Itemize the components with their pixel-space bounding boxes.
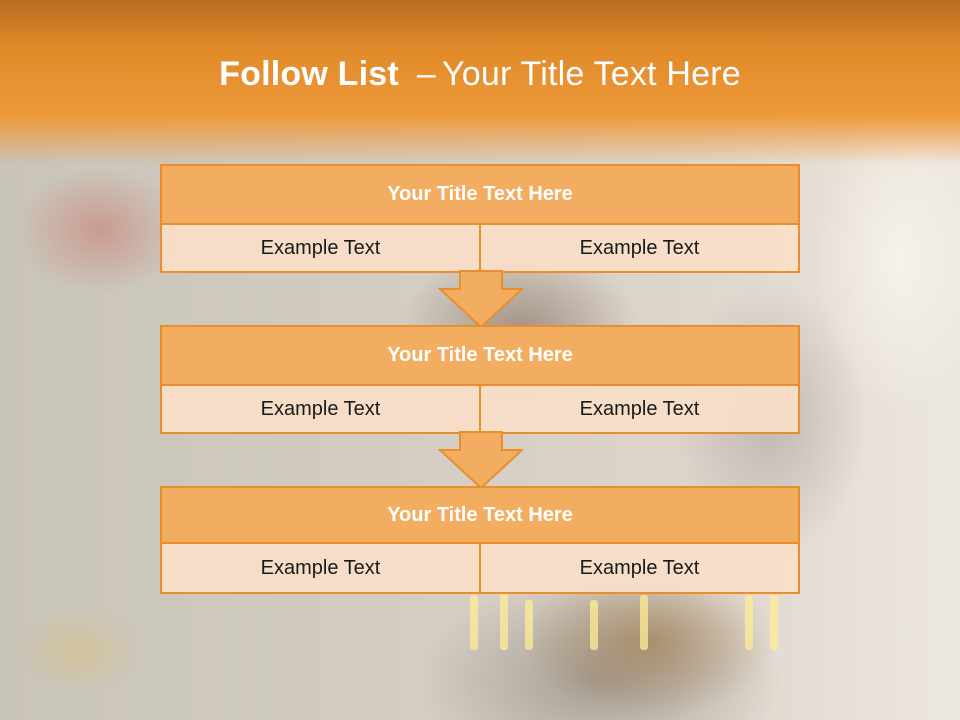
step-cell-right: Example Text <box>479 386 798 432</box>
step-cell-right: Example Text <box>479 544 798 592</box>
title-bold: Follow List <box>219 55 399 93</box>
step-title: Your Title Text Here <box>162 488 798 544</box>
page-title: Follow List–Your Title Text Here <box>0 55 960 94</box>
title-dash: – <box>416 55 437 93</box>
step-row: Example Text Example Text <box>162 544 798 592</box>
step-title: Your Title Text Here <box>162 327 798 386</box>
title-rest: Your Title Text Here <box>442 55 741 93</box>
step-cell-left: Example Text <box>260 556 381 579</box>
down-arrow-icon <box>438 270 524 328</box>
down-arrow-icon <box>438 431 524 489</box>
step-block-2: Your Title Text Here Example Text Exampl… <box>160 325 800 434</box>
step-row: Example Text Example Text <box>162 225 798 271</box>
step-row: Example Text Example Text <box>162 386 798 432</box>
step-cell-left: Example Text <box>260 236 381 259</box>
step-cell-right: Example Text <box>479 225 798 271</box>
step-cell-left: Example Text <box>260 397 381 420</box>
header-band <box>0 0 960 165</box>
step-title: Your Title Text Here <box>162 166 798 225</box>
step-block-1: Your Title Text Here Example Text Exampl… <box>160 164 800 273</box>
step-block-3: Your Title Text Here Example Text Exampl… <box>160 486 800 594</box>
